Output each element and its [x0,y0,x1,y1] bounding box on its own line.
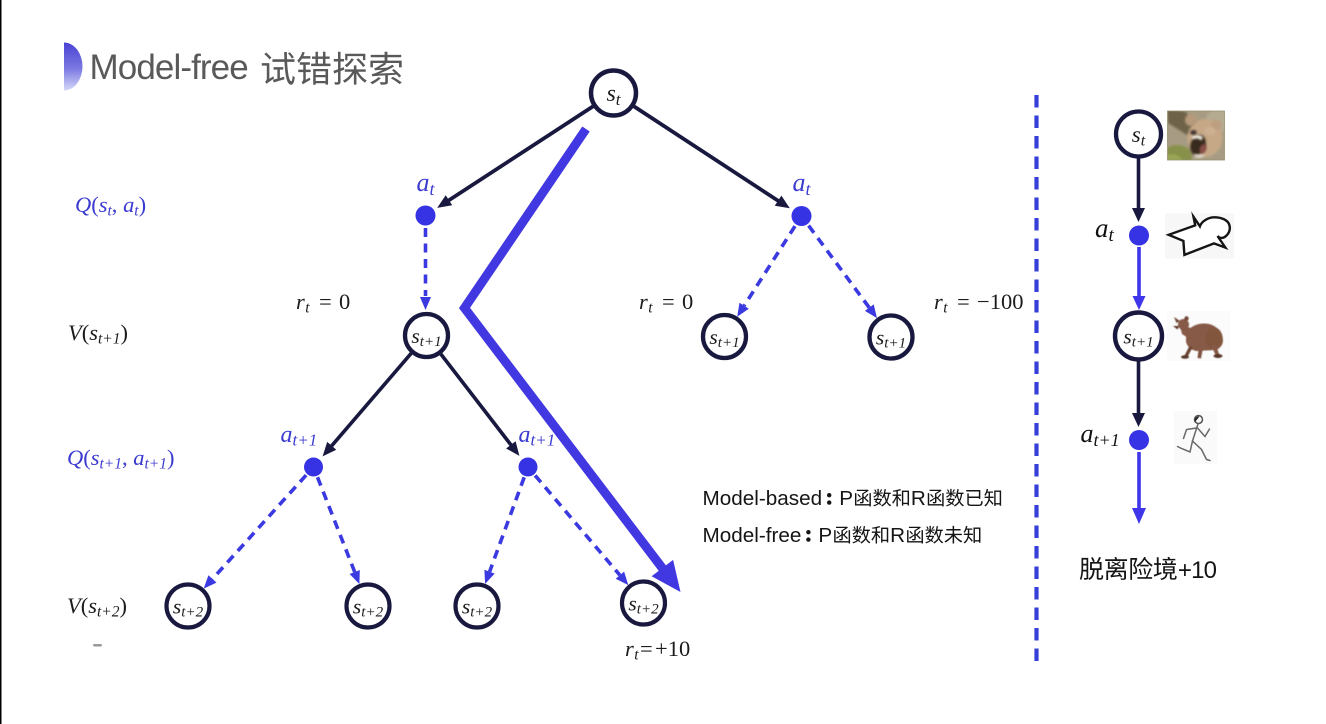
svg-text:s: s [876,325,884,349]
svg-text:s: s [1132,122,1141,147]
svg-text:s: s [173,594,181,618]
svg-text:a: a [123,192,134,217]
svg-text:P: P [839,487,853,510]
svg-text:): ) [139,192,147,217]
svg-text:a: a [281,422,293,448]
svg-text:(: ( [82,320,90,345]
svg-text:s: s [91,445,100,470]
svg-text:t+1: t+1 [718,335,740,351]
svg-text:t: t [634,647,639,664]
svg-text:(: ( [83,445,91,470]
svg-text:r: r [934,289,943,314]
svg-text:,: , [112,192,118,217]
svg-text:t: t [134,202,139,219]
svg-text:t+2: t+2 [181,605,203,621]
svg-text:a: a [133,445,144,470]
svg-text:t+1: t+1 [293,431,318,450]
svg-text:(: ( [81,593,89,618]
svg-text:s: s [607,81,616,107]
svg-text:s: s [1123,324,1131,348]
svg-text:+10: +10 [1178,557,1217,584]
svg-text:t+1: t+1 [1132,335,1154,351]
svg-text:r: r [296,289,305,314]
svg-text:r: r [639,289,648,314]
svg-text:a: a [1081,419,1094,448]
svg-text:,: , [122,445,128,470]
svg-text:t+1: t+1 [98,330,121,347]
svg-text:s: s [628,591,636,615]
svg-text:P: P [818,524,832,547]
svg-text:t: t [1141,132,1146,149]
svg-text:=: = [957,289,970,314]
svg-text:t+2: t+2 [470,605,492,621]
svg-text:t: t [430,179,436,199]
svg-text:a: a [1095,213,1109,243]
svg-text:t: t [616,90,622,109]
svg-text:V: V [67,593,83,618]
svg-text:+10: +10 [655,636,690,661]
svg-text:t: t [648,300,653,317]
svg-text:s: s [709,325,717,349]
svg-text:s: s [411,324,419,348]
svg-text:t+2: t+2 [361,605,383,621]
svg-text:R: R [911,487,926,510]
svg-text:): ) [121,320,129,345]
svg-text:0: 0 [339,289,350,314]
svg-text:0: 0 [682,289,693,314]
svg-text:t: t [1109,225,1115,246]
svg-text:R: R [890,524,905,547]
svg-text:t: t [943,300,948,317]
svg-text:Q: Q [75,192,91,217]
svg-text:a: a [793,168,806,197]
svg-text:t: t [305,300,310,317]
svg-text:a: a [417,168,430,197]
svg-text:Model-free: Model-free [90,48,248,87]
svg-text:s: s [89,320,98,345]
svg-text:s: s [353,594,361,618]
svg-text:): ) [120,593,128,618]
svg-text:s: s [99,192,108,217]
svg-text:t+1: t+1 [100,455,123,472]
svg-text:Q: Q [67,445,83,470]
svg-text:t+1: t+1 [1094,430,1120,450]
svg-text:Model-free: Model-free [703,524,802,547]
svg-text:(: ( [91,192,99,217]
svg-text:−100: −100 [977,289,1023,314]
svg-text:t: t [806,179,812,199]
svg-text:t+1: t+1 [884,336,906,352]
svg-text:r: r [625,636,634,661]
svg-text:a: a [519,422,531,448]
svg-text:): ) [167,445,175,470]
svg-text:Model-based: Model-based [703,487,823,510]
svg-text:=: = [662,289,675,314]
svg-text:=: = [640,636,653,661]
svg-text:t+1: t+1 [531,431,556,450]
svg-text:t+1: t+1 [145,455,168,472]
svg-text:s: s [88,593,97,618]
svg-text:=: = [319,289,332,314]
svg-text:t: t [108,202,113,219]
svg-text:t+2: t+2 [97,603,120,620]
svg-text:t+2: t+2 [637,602,659,618]
svg-text:t+1: t+1 [420,334,442,350]
svg-text:s: s [462,594,470,618]
svg-text:V: V [68,320,84,345]
